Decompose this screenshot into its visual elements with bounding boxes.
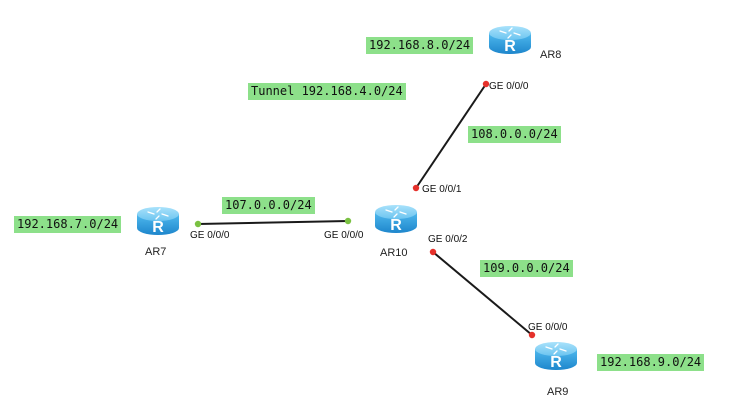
port-dot-ar10-ge2[interactable]: [429, 248, 437, 256]
router-ar8-icon[interactable]: [488, 25, 532, 56]
link-ar10-ar8[interactable]: [415, 83, 487, 189]
port-dot-ar7-ge0[interactable]: [194, 220, 202, 228]
tunnel-label: Tunnel 192.168.4.0/24: [248, 83, 406, 100]
port-dot-ar9-ge0[interactable]: [528, 331, 536, 339]
router-ar10-icon[interactable]: [374, 204, 418, 235]
port-dot-ar8-ge0[interactable]: [482, 80, 490, 88]
port-dot-ar10-ge1[interactable]: [412, 184, 420, 192]
router-name-ar7: AR7: [145, 246, 167, 258]
port-dot-ar10-ge0[interactable]: [344, 217, 352, 225]
link-ar10-ar9[interactable]: [432, 251, 533, 336]
port-label-ar10-ge0: GE 0/0/0: [324, 230, 364, 241]
port-label-ar7-ge0: GE 0/0/0: [190, 230, 230, 241]
link-label-ar10-ar9: 109.0.0.0/24: [480, 260, 573, 277]
router-name-ar9: AR9: [547, 386, 569, 398]
link-label-ar10-ar8: 108.0.0.0/24: [468, 126, 561, 143]
port-label-ar10-ge1: GE 0/0/1: [422, 184, 462, 195]
port-label-ar8-ge0: GE 0/0/0: [489, 81, 529, 92]
router-name-ar8: AR8: [540, 49, 562, 61]
link-label-ar7-ar10: 107.0.0.0/24: [222, 197, 315, 214]
port-label-ar9-ge0: GE 0/0/0: [528, 322, 568, 333]
router-name-ar10: AR10: [380, 247, 408, 259]
lan-label-ar8: 192.168.8.0/24: [366, 37, 474, 54]
router-ar7-icon[interactable]: [136, 206, 180, 237]
port-label-ar10-ge2: GE 0/0/2: [428, 234, 468, 245]
lan-label-ar7: 192.168.7.0/24: [14, 216, 122, 233]
lan-label-ar9: 192.168.9.0/24: [597, 354, 705, 371]
router-ar9-icon[interactable]: [534, 341, 578, 372]
link-ar7-ar10[interactable]: [197, 220, 349, 225]
